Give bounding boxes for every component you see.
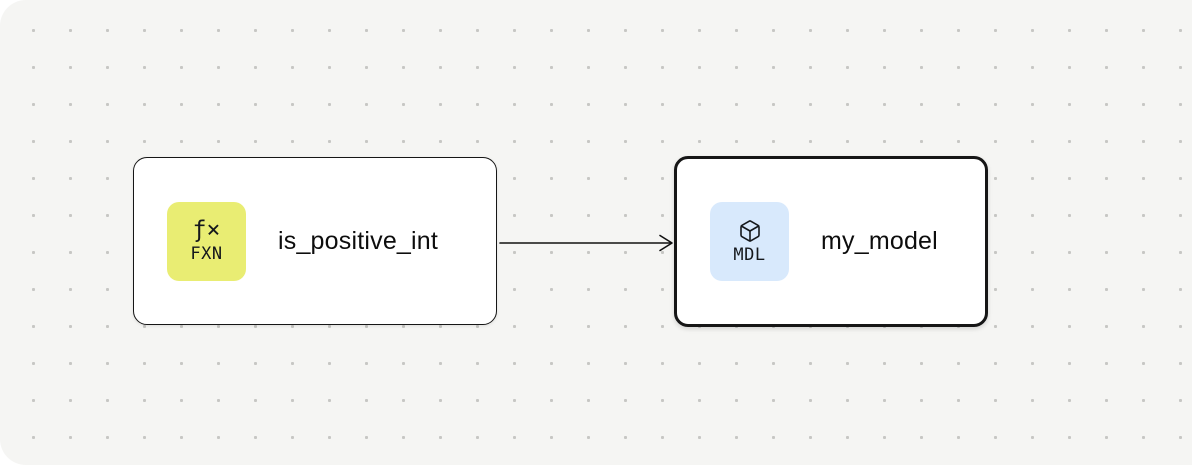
node-type-code: FXN <box>190 244 223 264</box>
node-label: is_positive_int <box>278 226 439 255</box>
cube-icon <box>738 219 762 243</box>
edge-arrow <box>499 234 673 252</box>
function-type-badge: ƒ× FXN <box>167 201 246 281</box>
node-type-code: MDL <box>733 245 766 265</box>
node-label: my_model <box>821 227 938 255</box>
node-is-positive-int[interactable]: ƒ× FXN is_positive_int <box>133 157 497 325</box>
function-icon: ƒ× <box>192 217 221 243</box>
node-my-model[interactable]: MDL my_model <box>674 156 988 327</box>
model-type-badge: MDL <box>710 202 789 281</box>
